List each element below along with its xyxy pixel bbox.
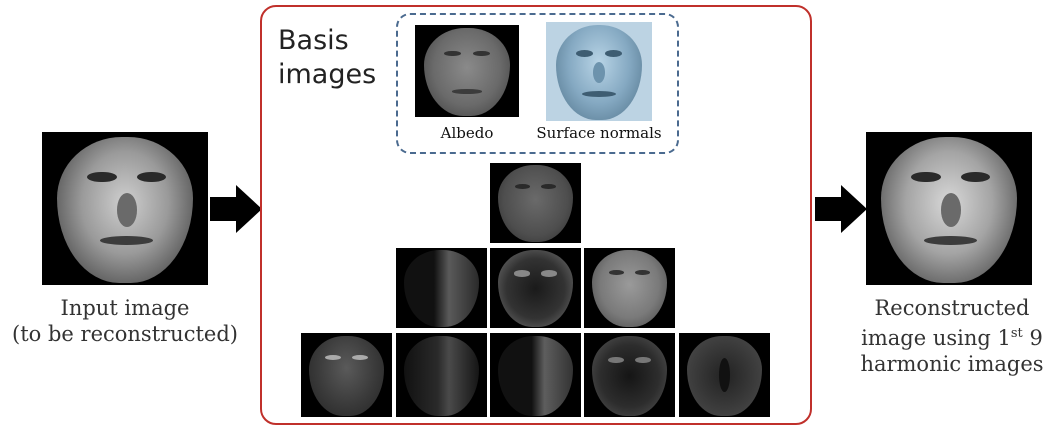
- output-caption-line3: harmonic images: [860, 352, 1044, 376]
- input-caption-line2: (to be reconstructed): [12, 322, 238, 346]
- arrow-right-icon: [210, 185, 262, 233]
- surface-normals-label: Surface normals: [536, 124, 662, 142]
- surface-normals-image: [546, 22, 652, 121]
- basis-title-line2: images: [278, 59, 377, 90]
- basis-images-box: [260, 5, 812, 425]
- albedo-image: [415, 25, 519, 117]
- output-caption-line1: Reconstructed: [874, 296, 1030, 320]
- harmonic-image-7: [584, 333, 675, 417]
- harmonic-image-4: [301, 333, 392, 417]
- input-face-image: [42, 132, 208, 285]
- reconstructed-face-image: [866, 132, 1032, 285]
- harmonic-image-0: [490, 163, 581, 243]
- output-caption-line2-pre: image using 1: [861, 326, 1011, 350]
- output-caption: Reconstructed image using 1st 9 harmonic…: [852, 295, 1052, 377]
- harmonic-image-5: [396, 333, 487, 417]
- output-caption-line2-post: 9: [1022, 326, 1043, 350]
- harmonic-image-6: [490, 333, 581, 417]
- arrow-right-icon: [815, 185, 867, 233]
- basis-title: Basis images: [278, 24, 376, 92]
- input-caption: Input image (to be reconstructed): [0, 295, 250, 347]
- output-caption-line2: image using 1st 9: [852, 321, 1052, 351]
- albedo-normals-group: [396, 13, 679, 154]
- input-caption-line1: Input image: [60, 296, 190, 320]
- harmonic-image-3: [584, 248, 675, 328]
- harmonic-image-8: [679, 333, 770, 417]
- albedo-label: Albedo: [440, 124, 494, 142]
- output-caption-line2-sup: st: [1010, 326, 1023, 341]
- harmonic-image-2: [490, 248, 581, 328]
- harmonic-image-1: [396, 248, 487, 328]
- basis-title-line1: Basis: [278, 25, 349, 56]
